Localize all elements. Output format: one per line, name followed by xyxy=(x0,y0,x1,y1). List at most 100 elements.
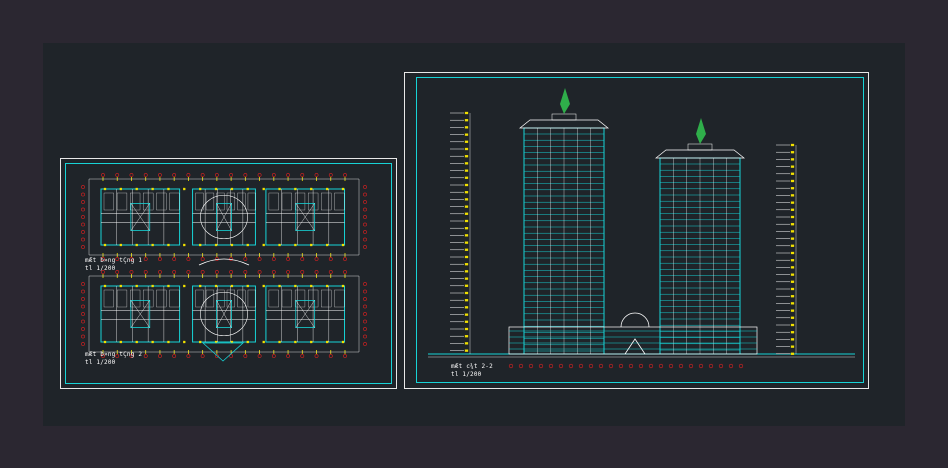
level-tag xyxy=(790,251,795,255)
stair-core xyxy=(216,202,232,231)
room xyxy=(308,289,319,308)
column xyxy=(199,187,202,191)
room xyxy=(334,289,345,308)
grid-bubble xyxy=(548,363,554,369)
grid-bubble xyxy=(81,342,85,346)
column xyxy=(246,284,249,288)
level-tag xyxy=(790,295,795,298)
lobby-outline xyxy=(200,291,248,337)
grid-bubble xyxy=(186,270,191,274)
grid-bubble xyxy=(229,270,234,274)
level-tag xyxy=(790,230,795,233)
level-tag xyxy=(464,234,469,237)
grid-bubble xyxy=(81,192,85,197)
rooftop-sculpture xyxy=(696,118,706,144)
level-tag xyxy=(464,126,469,129)
grid-bubble xyxy=(81,319,85,324)
room xyxy=(294,192,306,211)
grid-bubble xyxy=(214,354,219,358)
level-tag xyxy=(464,342,469,345)
column xyxy=(167,243,170,247)
grid-bubble xyxy=(81,230,85,234)
level-tag xyxy=(464,219,469,223)
grid-bubble xyxy=(172,257,177,261)
grid-bubble xyxy=(271,257,276,261)
grid-bubble xyxy=(243,257,248,261)
level-tag xyxy=(464,119,469,122)
grid-bubble xyxy=(81,334,85,339)
room xyxy=(205,192,215,211)
level-tag xyxy=(464,270,469,273)
grid-bubble xyxy=(286,354,290,358)
column xyxy=(151,340,154,344)
level-tag xyxy=(464,140,469,143)
column xyxy=(183,284,186,288)
column xyxy=(310,340,313,344)
grid-bubble xyxy=(172,354,177,358)
grid-bubble xyxy=(200,173,205,177)
grid-bubble xyxy=(608,363,614,369)
room xyxy=(281,192,292,211)
column xyxy=(103,340,107,344)
grid-bubble xyxy=(343,270,347,274)
grid-bubble xyxy=(200,354,205,358)
grid-bubble xyxy=(115,354,120,358)
level-tag xyxy=(464,169,469,172)
level-tag xyxy=(790,187,795,190)
grid-bubble xyxy=(300,270,305,274)
grid-bubble xyxy=(363,319,367,324)
level-tag xyxy=(790,208,795,211)
right-sheet-frame xyxy=(404,72,869,389)
level-tag xyxy=(790,215,795,219)
column xyxy=(199,243,202,247)
room xyxy=(103,289,114,308)
room xyxy=(247,289,256,308)
room xyxy=(237,289,246,308)
section-title: mÆt c¾t 2-2 xyxy=(451,363,493,370)
room xyxy=(226,289,236,308)
level-tag xyxy=(790,287,795,291)
column xyxy=(246,187,249,191)
grid-bubble xyxy=(271,270,276,274)
grid-bubble xyxy=(314,270,319,274)
column xyxy=(214,243,218,247)
right-sheet-border xyxy=(416,77,864,383)
column xyxy=(246,340,249,344)
core-diagonal xyxy=(216,300,232,328)
building-wing xyxy=(100,285,181,343)
level-tag xyxy=(790,143,795,147)
level-tag xyxy=(790,352,795,355)
level-tag xyxy=(464,335,469,338)
column xyxy=(183,187,186,191)
level-tag xyxy=(790,259,795,262)
grid-bubble xyxy=(638,363,644,369)
grid-bubble xyxy=(718,363,724,369)
crown-box xyxy=(687,143,713,151)
grid-bubble xyxy=(81,289,85,294)
column xyxy=(167,187,170,191)
grid-bubble xyxy=(538,363,544,369)
grid-bubble xyxy=(81,222,85,227)
grid-bubble xyxy=(688,363,694,369)
grid-bubble xyxy=(363,215,367,219)
level-tag xyxy=(464,227,469,230)
column xyxy=(278,284,281,288)
column xyxy=(310,284,313,288)
building-wing xyxy=(265,188,346,246)
grid-bubble xyxy=(81,200,85,204)
column xyxy=(151,187,154,191)
grid-bubble xyxy=(343,257,347,261)
grid-bubble xyxy=(158,354,162,358)
room xyxy=(156,192,167,211)
grid-bubble xyxy=(158,173,162,177)
grid-bubble xyxy=(229,173,234,177)
level-tag xyxy=(464,291,469,295)
grid-bubble xyxy=(363,312,367,316)
grid-bubble xyxy=(143,354,148,358)
room xyxy=(281,289,292,308)
room xyxy=(294,289,306,308)
grid-bubble xyxy=(186,173,191,177)
grid-bubble xyxy=(143,270,148,274)
grid-bubble xyxy=(214,270,219,274)
level-tag xyxy=(464,241,469,244)
